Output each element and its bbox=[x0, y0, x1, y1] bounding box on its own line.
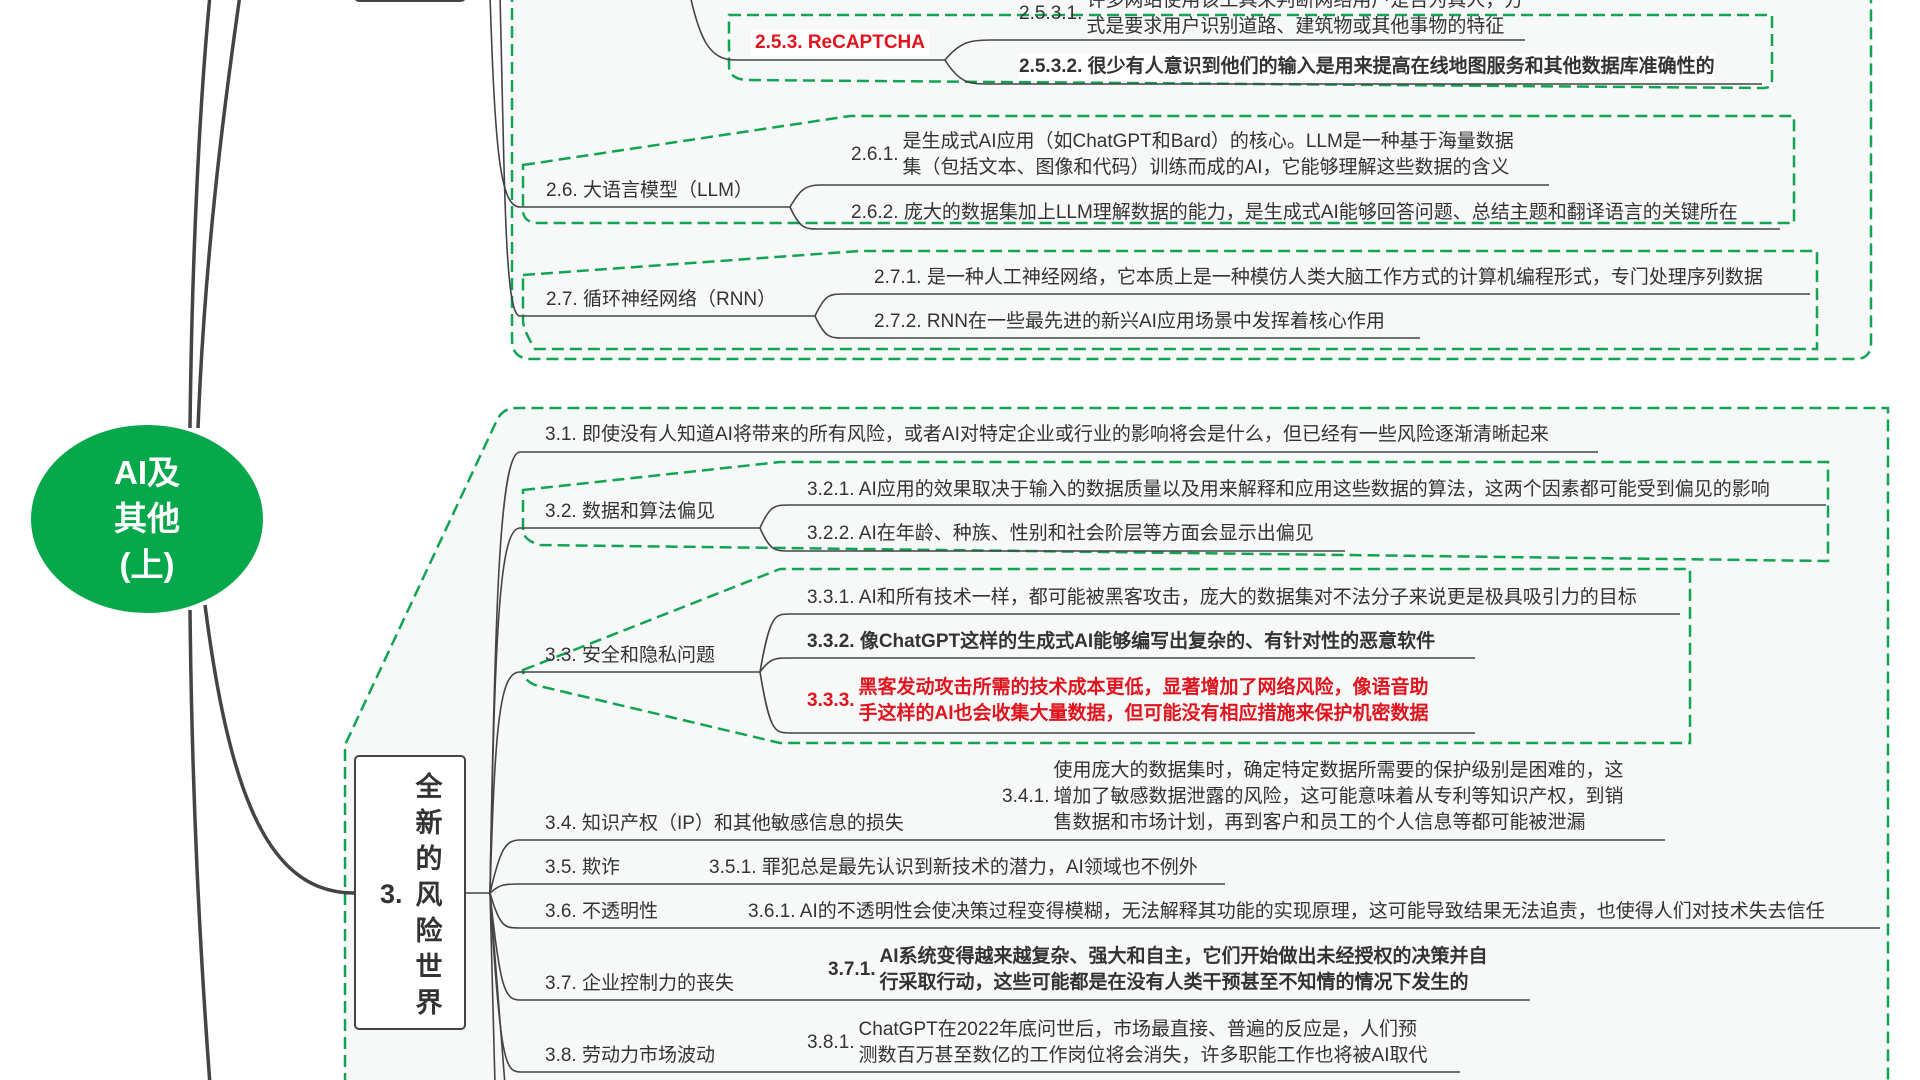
node-2-5-3-recaptcha[interactable]: 2.5.3. ReCAPTCHA bbox=[751, 30, 929, 56]
node-3-3-1[interactable]: 3.3.1. AI和所有技术一样，都可能被黑客攻击，庞大的数据集对不法分子来说更… bbox=[807, 587, 1637, 608]
section-3-title: 全新的风险世界 bbox=[415, 772, 443, 1018]
node-2-5-3-2[interactable]: 2.5.3.2. 很少有人意识到他们的输入是用来提高在线地图服务和其他数据库准确… bbox=[1019, 54, 1715, 80]
root-node[interactable]: AI及其他(上) bbox=[31, 425, 263, 613]
node-2-5-3-1[interactable]: 2.5.3.1. 许多网站使用该工具来判断网络用户是否为真人，方式是要求用户识别… bbox=[1019, 0, 1524, 37]
node-3-3[interactable]: 3.3. 安全和隐私问题 bbox=[545, 645, 715, 666]
node-3-8[interactable]: 3.8. 劳动力市场波动 bbox=[545, 1045, 715, 1066]
node-3-2-2[interactable]: 3.2.2. AI在年龄、种族、性别和社会阶层等方面会显示出偏见 bbox=[807, 523, 1314, 544]
node-2-7-2[interactable]: 2.7.2. RNN在一些最先进的新兴AI应用场景中发挥着核心作用 bbox=[874, 311, 1385, 332]
node-2-6-1[interactable]: 2.6.1. 是生成式AI应用（如ChatGPT和Bard）的核心。LLM是一种… bbox=[851, 131, 1514, 178]
node-3-8-1[interactable]: 3.8.1. ChatGPT在2022年底问世后，市场最直接、普遍的反应是，人们… bbox=[807, 1019, 1428, 1066]
node-3-3-2[interactable]: 3.3.2. 像ChatGPT这样的生成式AI能够编写出复杂的、有针对性的恶意软… bbox=[807, 631, 1436, 652]
node-3-4[interactable]: 3.4. 知识产权（IP）和其他敏感信息的损失 bbox=[545, 813, 904, 834]
node-3-6[interactable]: 3.6. 不透明性 bbox=[545, 901, 658, 922]
node-2-7-1[interactable]: 2.7.1. 是一种人工神经网络，它本质上是一种模仿人类大脑工作方式的计算机编程… bbox=[874, 267, 1763, 288]
node-3-5[interactable]: 3.5. 欺诈 bbox=[545, 857, 620, 878]
node-3-2-1[interactable]: 3.2.1. AI应用的效果取决于输入的数据质量以及用来解释和应用这些数据的算法… bbox=[807, 479, 1770, 500]
section-2-node[interactable] bbox=[354, 0, 466, 2]
node-3-7[interactable]: 3.7. 企业控制力的丧失 bbox=[545, 973, 734, 994]
node-2-6-llm[interactable]: 2.6. 大语言模型（LLM） bbox=[546, 180, 753, 201]
node-3-1[interactable]: 3.1. 即使没有人知道AI将带来的所有风险，或者AI对特定企业或行业的影响将会… bbox=[545, 424, 1549, 445]
node-3-3-3[interactable]: 3.3.3. 黑客发动攻击所需的技术成本更低，显著增加了网络风险，像语音助手这样… bbox=[807, 677, 1429, 724]
section-3-number: 3. bbox=[380, 879, 403, 909]
node-3-5-1[interactable]: 3.5.1. 罪犯总是最先认识到新技术的潜力，AI领域也不例外 bbox=[709, 857, 1198, 878]
node-2-6-2[interactable]: 2.6.2. 庞大的数据集加上LLM理解数据的能力，是生成式AI能够回答问题、总… bbox=[851, 202, 1738, 223]
node-3-6-1[interactable]: 3.6.1. AI的不透明性会使决策过程变得模糊，无法解释其功能的实现原理，这可… bbox=[748, 901, 1825, 922]
node-3-4-1[interactable]: 3.4.1. 使用庞大的数据集时，确定特定数据所需要的保护级别是困难的，这增加了… bbox=[1002, 760, 1624, 833]
node-3-2[interactable]: 3.2. 数据和算法偏见 bbox=[545, 501, 715, 522]
node-3-7-1[interactable]: 3.7.1. AI系统变得越来越复杂、强大和自主，它们开始做出未经授权的决策并自… bbox=[828, 946, 1488, 993]
node-2-7-rnn[interactable]: 2.7. 循环神经网络（RNN） bbox=[546, 289, 777, 310]
section-3-node[interactable]: 3. 全新的风险世界 bbox=[354, 755, 466, 1030]
